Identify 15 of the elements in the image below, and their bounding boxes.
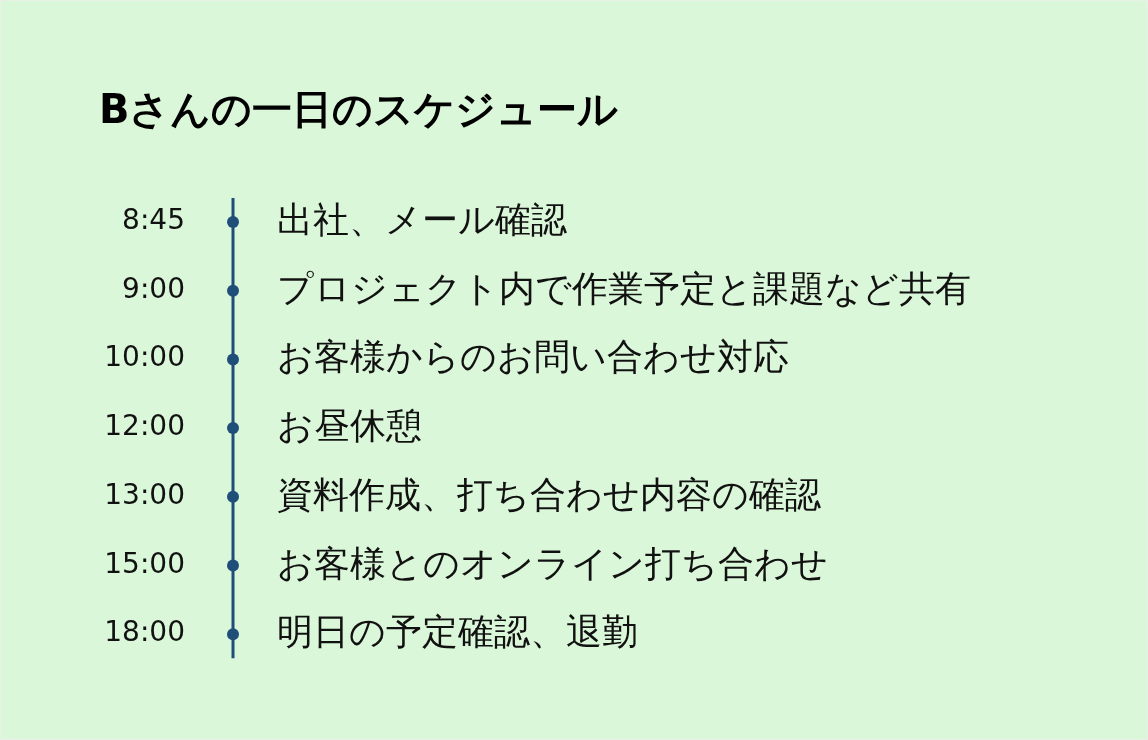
activity-label: 出社、メール確認 — [277, 198, 567, 242]
time-label: 8:45 — [122, 202, 185, 238]
title: Bさんの一日のスケジュール — [99, 85, 619, 134]
activity-label: プロジェクト内で作業予定と課題など共有 — [277, 266, 971, 311]
activity-label: お客様からのお問い合わせ対応 — [277, 335, 789, 380]
time-label: 12:00 — [104, 408, 185, 445]
time-label: 10:00 — [104, 339, 185, 376]
activity-label: お昼休憩 — [277, 404, 422, 449]
activity-label: 資料作成、打ち合わせ内容の確認 — [277, 472, 821, 517]
time-label: 13:00 — [104, 476, 185, 513]
time-label: 18:00 — [104, 614, 185, 651]
activity-label: 明日の予定確認、退勤 — [277, 610, 638, 655]
time-label: 15:00 — [104, 545, 185, 582]
time-label: 9:00 — [122, 270, 185, 307]
activity-label: お客様とのオンライン打ち合わせ — [277, 541, 828, 586]
